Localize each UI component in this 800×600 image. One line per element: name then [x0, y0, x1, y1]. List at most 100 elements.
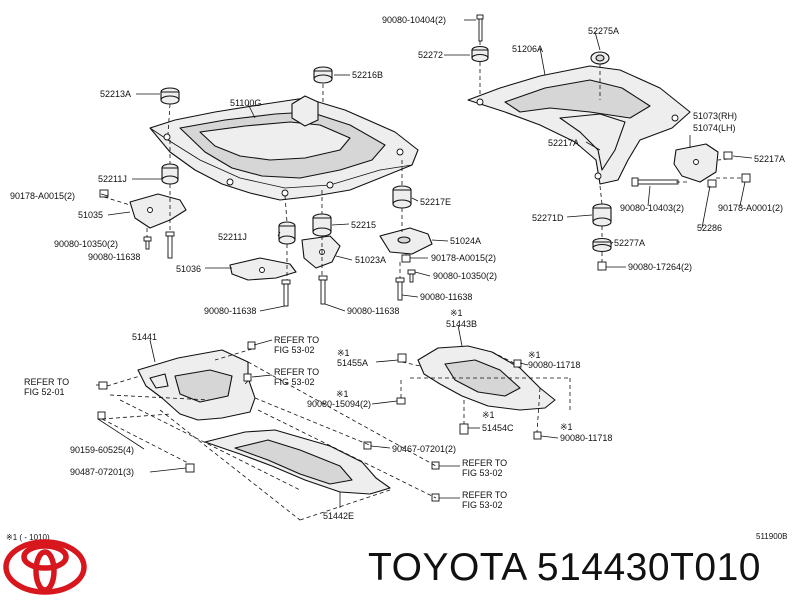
label-note-mark-51455a: ※1: [337, 348, 350, 358]
label-90080-11638-center-left: 90080-11638: [204, 306, 256, 316]
label-51441: 51441: [132, 332, 157, 342]
nut-52217a: [723, 151, 733, 160]
label-51454c: 51454C: [482, 423, 514, 433]
nut-90178-a0001: [707, 173, 751, 188]
part-number-labels: 90080-10404(2) 52275A 52272 51206A 52216…: [6, 15, 787, 542]
label-52272: 52272: [418, 50, 443, 60]
bolt-90080-17264: [597, 261, 607, 271]
bushing-52213a: [160, 87, 180, 105]
label-note-mark-11718-bottom: ※1: [560, 422, 573, 432]
label-51100g: 51100G: [230, 98, 261, 108]
label-90080-11638-right: 90080-11638: [420, 292, 472, 302]
label-90178-a0015-left: 90178-A0015(2): [10, 191, 75, 201]
label-refer-to-3: REFER TO: [24, 377, 69, 387]
label-90080-15094: 90080-15094(2): [307, 399, 371, 409]
label-fig-53-02-2: FIG 53-02: [274, 377, 315, 387]
engine-under-cover-51441: [137, 349, 256, 421]
label-52217e: 52217E: [420, 197, 451, 207]
bolt-90080-10350-center: [407, 269, 416, 283]
bracket-51035: [129, 193, 187, 229]
bolt-90080-10404: [476, 14, 484, 42]
label-fig-53-02-1: FIG 53-02: [274, 345, 315, 355]
front-crossmember-51100g: [149, 95, 419, 201]
label-90178-a0015-center: 90178-A0015(2): [431, 253, 496, 263]
label-refer-to-2: REFER TO: [274, 367, 319, 377]
bushing-52217e: [392, 185, 412, 209]
bracket-51036: [229, 257, 297, 281]
clip-51455a: [397, 353, 407, 363]
label-51073-rh: 51073(RH): [693, 111, 737, 121]
bracket-51024a: [379, 227, 433, 255]
under-cover-51442e: [204, 429, 391, 495]
label-52286: 52286: [697, 223, 722, 233]
label-51442e: 51442E: [323, 511, 354, 521]
bushing-52216b: [313, 66, 333, 84]
label-90080-17264: 90080-17264(2): [628, 262, 692, 272]
label-refer-to-1: REFER TO: [274, 335, 319, 345]
brand-part-number: TOYOTA 514430T010: [368, 546, 761, 589]
label-90080-11638-center: 90080-11638: [347, 306, 399, 316]
bushing-52211j-left: [161, 163, 179, 185]
label-fig-53-02-4: FIG 53-02: [462, 500, 503, 510]
label-51455a: 51455A: [337, 358, 368, 368]
leader-lines: [96, 19, 753, 508]
label-refer-to-4: REFER TO: [462, 458, 507, 468]
assembly-dashed-lines: [101, 41, 742, 521]
bushing-52275a: [590, 51, 610, 65]
label-52215: 52215: [351, 220, 376, 230]
label-52275a: 52275A: [588, 26, 619, 36]
label-note-mark-51454c: ※1: [482, 410, 495, 420]
bolt-90080-11638-right: [395, 277, 405, 301]
bolt-90080-11638-center: [318, 275, 328, 305]
label-90159-60525: 90159-60525(4): [70, 445, 134, 455]
label-51023a: 51023A: [355, 255, 386, 265]
label-51024a: 51024A: [450, 236, 481, 246]
bushing-52215: [312, 213, 332, 237]
label-52211j-center: 52211J: [218, 232, 247, 242]
bushing-52211j-center: [278, 221, 296, 245]
label-52271d: 52271D: [532, 213, 564, 223]
bolt-90080-10403: [631, 177, 679, 187]
toyota-logo-icon: [3, 539, 87, 595]
label-note-mark-51443b: ※1: [450, 308, 463, 318]
label-note-footnote: ※1 ( - 1010): [6, 533, 50, 542]
label-fig-52-01: FIG 52-01: [24, 387, 65, 397]
bolts-misc-covers: [97, 341, 440, 502]
label-51074-lh: 51074(LH): [693, 123, 736, 133]
label-note-mark-11718-top: ※1: [528, 350, 541, 360]
label-51206a: 51206A: [512, 44, 543, 54]
label-52277a: 52277A: [614, 238, 645, 248]
bracket-51073-51074: [673, 143, 719, 183]
nut-90178-a0015-center: [401, 254, 411, 263]
label-51036: 51036: [176, 264, 201, 274]
label-90080-10404: 90080-10404(2): [382, 15, 446, 25]
label-51035: 51035: [78, 210, 103, 220]
label-90487-07201: 90487-07201(3): [70, 467, 134, 477]
label-52217a-mid: 52217A: [548, 138, 579, 148]
label-refer-to-5: REFER TO: [462, 490, 507, 500]
label-52211j-left: 52211J: [98, 174, 127, 184]
rear-subframe-51206a: [467, 65, 691, 185]
label-90080-10403: 90080-10403(2): [620, 203, 684, 213]
label-fig-53-02-3: FIG 53-02: [462, 468, 503, 478]
clip-51454c: [459, 423, 469, 435]
label-90080-10350-left: 90080-10350(2): [54, 239, 118, 249]
label-52217a-right: 52217A: [754, 154, 785, 164]
bolt-90080-15094: [396, 397, 406, 405]
bolt-90080-11638-center-left: [281, 279, 291, 307]
bolt-90080-10350-left: [143, 236, 152, 250]
bolt-90080-11638-left: [165, 231, 175, 259]
label-90467-07201: 90467-07201(2): [392, 444, 456, 454]
label-diagram-code: 511900B: [756, 532, 787, 541]
label-90080-11718-bottom: 90080-11718: [560, 433, 612, 443]
label-90080-11638-left: 90080-11638: [88, 252, 140, 262]
label-note-mark-15094: ※1: [336, 389, 349, 399]
bushing-52277a: [592, 237, 612, 253]
label-90080-11718-top: 90080-11718: [528, 360, 580, 370]
bushing-52271d: [592, 203, 612, 227]
bushing-52272: [471, 45, 489, 63]
bracket-51023a: [301, 235, 341, 269]
label-51443b: 51443B: [446, 319, 477, 329]
label-90178-a0001: 90178-A0001(2): [718, 203, 783, 213]
